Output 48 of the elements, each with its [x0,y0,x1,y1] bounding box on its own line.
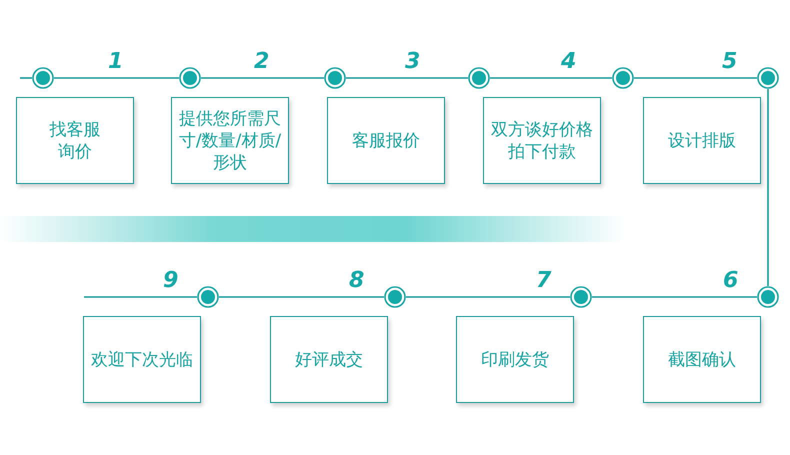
step-dot [757,67,779,89]
step-text: 印刷发货 [480,348,550,370]
step-dot [612,67,634,89]
step-text: 欢迎下次光临 [90,348,194,370]
step-dot [179,67,201,89]
connector-line [592,296,757,298]
step-text: 设计排版 [667,130,737,152]
connector-line [20,77,32,79]
step-dot [32,67,54,89]
step-number: 7 [536,269,552,293]
step-dot [197,286,219,308]
step-box [327,97,445,184]
connector-line [219,296,384,298]
connector-line [346,77,468,79]
step-number: 3 [405,50,420,74]
step-dot [468,67,490,89]
step-number: 4 [561,50,576,74]
step-dot [384,286,406,308]
connector-line [634,77,757,79]
step-box [270,316,388,403]
step-text: 提供您所需尺寸/数量/材质/形状 [178,108,282,174]
step-number: 2 [254,50,270,74]
step-box [483,97,601,184]
step-dot [324,67,346,89]
step-number: 8 [349,269,364,293]
step-number: 9 [163,269,178,293]
connector-line [406,296,570,298]
step-box [171,97,289,184]
step-dot [570,286,592,308]
step-dot [757,286,779,308]
connector-line [84,296,197,298]
step-text: 找客服询价 [48,118,102,162]
step-text: 截图确认 [667,348,737,370]
step-text: 好评成交 [294,348,364,370]
step-text: 客服报价 [351,130,421,152]
step-number: 6 [723,269,738,293]
step-box [643,316,761,403]
step-box [643,97,761,184]
step-text: 双方谈好价格拍下付款 [490,118,594,162]
step-box [83,316,201,403]
connector-line [201,77,324,79]
step-box [456,316,574,403]
step-number: 5 [722,50,738,74]
step-box [16,97,134,184]
connector-line [54,77,179,79]
connector-line [490,77,612,79]
connector-line [767,89,769,286]
step-number: 1 [108,50,124,74]
